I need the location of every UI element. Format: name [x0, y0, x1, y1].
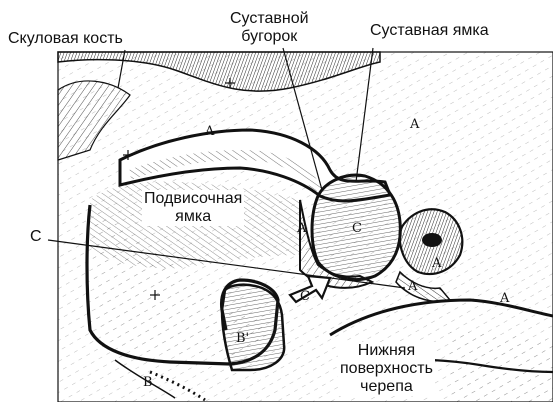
region-letter-a-4: A	[432, 257, 441, 270]
label-zygomatic-bone: Скуловая кость	[6, 30, 125, 48]
label-skull-surface-line2: поверхность	[340, 360, 433, 378]
region-letter-c-arrow: C	[300, 290, 310, 303]
region-letter-b-prime: B'	[236, 332, 249, 345]
label-c-left: C	[28, 228, 44, 246]
region-letter-a-3: A	[297, 222, 306, 235]
region-letter-b: B	[143, 376, 153, 389]
label-articular-fossa: Суставная ямка	[368, 22, 491, 40]
region-letter-a-1: A	[205, 125, 214, 138]
label-articular-tubercle-line2: бугорок	[230, 28, 309, 46]
label-skull-surface: Нижняя поверхность черепа	[338, 342, 435, 396]
region-letter-c-condyle: C	[352, 222, 362, 235]
label-articular-tubercle: Суставной бугорок	[228, 10, 311, 46]
coronoid-process	[222, 285, 284, 370]
region-letter-a-5: A	[408, 280, 417, 293]
label-infratemporal-fossa-line2: ямка	[144, 208, 242, 226]
auditory-canal	[422, 233, 442, 247]
label-articular-tubercle-line1: Суставной	[230, 10, 309, 28]
label-skull-surface-line3: черепа	[340, 378, 433, 396]
region-letter-a-2: A	[410, 118, 419, 131]
label-skull-surface-line1: Нижняя	[340, 342, 433, 360]
label-infratemporal-fossa-line1: Подвисочная	[144, 190, 242, 208]
region-letter-a-6: A	[500, 292, 509, 305]
label-infratemporal-fossa: Подвисочная ямка	[142, 190, 244, 226]
